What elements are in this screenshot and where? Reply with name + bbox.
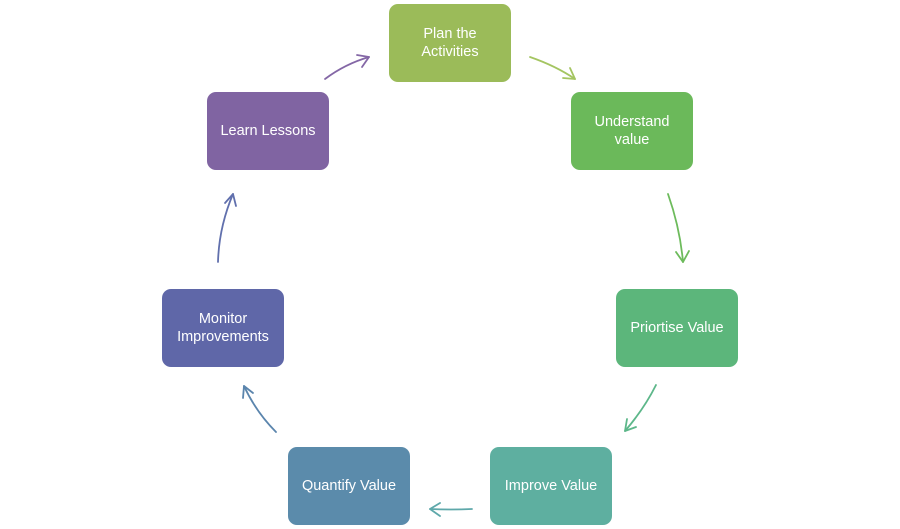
step-label: Understand value [594, 114, 670, 148]
arrow-understand-to-prioritise [667, 193, 690, 263]
step-monitor-improvements: Monitor Improvements [162, 289, 284, 367]
arrow-learn-to-plan [324, 54, 370, 80]
step-label: Priortise Value [630, 320, 724, 336]
arrow-improve-to-quantify [429, 502, 473, 517]
step-label: Plan the Activities [421, 26, 479, 60]
step-label: Improve Value [504, 478, 598, 494]
step-understand-value: Understand value [571, 92, 693, 170]
step-label: Monitor Improvements [177, 311, 269, 345]
arrow-plan-to-understand [529, 56, 576, 80]
arrow-monitor-to-learn [217, 193, 237, 263]
step-label: Quantify Value [301, 478, 397, 494]
step-learn-lessons: Learn Lessons [207, 92, 329, 170]
step-label: Learn Lessons [220, 123, 316, 139]
step-plan-the-activities: Plan the Activities [389, 4, 511, 82]
step-quantify-value: Quantify Value [288, 447, 410, 525]
arrow-prioritise-to-improve [624, 384, 657, 432]
step-prioritise-value: Priortise Value [616, 289, 738, 367]
arrow-quantify-to-monitor [242, 385, 277, 433]
step-improve-value: Improve Value [490, 447, 612, 525]
